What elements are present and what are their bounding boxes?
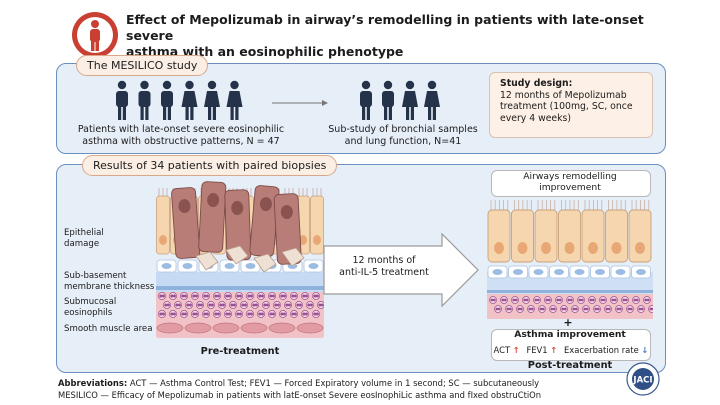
asthma-improvement-title: Asthma improvement bbox=[514, 329, 626, 340]
female-person-icon bbox=[424, 80, 440, 120]
male-person-icon bbox=[138, 80, 151, 120]
subbasement-line-1: Sub-basement bbox=[64, 271, 127, 281]
subbasement-line-2: membrane thickness bbox=[64, 281, 155, 292]
study-design-box bbox=[489, 72, 653, 138]
design-line-3: every 4 weeks) bbox=[500, 112, 571, 124]
mesilico-definition: MESILICO — Efficacy of Mepolizumab in pa… bbox=[58, 390, 542, 400]
remodel-line-2: improvement bbox=[539, 182, 601, 193]
group2-line-1: Sub-study of bronchial samples bbox=[328, 124, 478, 135]
label-epithelial-damage: Epithelial damage bbox=[64, 228, 104, 249]
treatment-line-2: anti-IL-5 treatment bbox=[339, 267, 429, 278]
treatment-line-1: 12 months of bbox=[352, 255, 416, 266]
design-title: Study design: bbox=[500, 78, 573, 89]
act-label: ACT bbox=[493, 345, 511, 355]
submucosal-line-1: Submucosal bbox=[64, 297, 117, 307]
patients-group-icon bbox=[112, 80, 252, 122]
abbreviations-label: Abbreviations: bbox=[58, 378, 128, 388]
female-person-icon bbox=[204, 80, 220, 120]
remodelling-label: Airways remodelling improvement bbox=[491, 171, 649, 193]
page-title: Effect of Mepolizumab in airway’s remode… bbox=[126, 12, 686, 60]
submucosal-line-2: eosinophils bbox=[64, 307, 113, 318]
substudy-group-icon bbox=[356, 80, 446, 122]
fev1-up-arrow-icon: ↑ bbox=[550, 345, 558, 355]
abbreviations-line: Abbreviations: ACT — Asthma Control Test… bbox=[58, 378, 638, 389]
female-person-icon bbox=[402, 80, 418, 120]
person-icon bbox=[70, 10, 120, 60]
female-person-icon bbox=[181, 80, 198, 120]
post-treatment-label: Post-treatment bbox=[527, 360, 613, 371]
male-person-icon bbox=[360, 80, 372, 120]
design-line-1: 12 months of Mepolizumab bbox=[500, 89, 627, 101]
plus-sign: + bbox=[563, 316, 573, 329]
post-treatment-tissue bbox=[487, 196, 656, 319]
design-line-2: treatment (100mg, SC, once bbox=[500, 101, 633, 113]
male-person-icon bbox=[382, 80, 394, 120]
label-submucosal-eosinophils: Submucosal eosinophils bbox=[64, 297, 116, 318]
exacerbation-down-arrow-icon: ↓ bbox=[641, 345, 649, 355]
treatment-label: 12 months of anti-IL-5 treatment bbox=[324, 255, 444, 279]
group1-line-2: asthma with obstructive patterns, N = 47 bbox=[82, 136, 280, 147]
arrow-icon bbox=[270, 94, 330, 106]
abbreviations-text: ACT — Asthma Control Test; FEV1 — Forced… bbox=[127, 378, 540, 388]
outcomes-row: ACT ↑ FEV1 ↑ Exacerbation rate ↓ bbox=[493, 344, 649, 356]
pre-treatment-label: Pre-treatment bbox=[200, 346, 280, 357]
female-person-icon bbox=[226, 80, 243, 120]
study-tag: The MESILICO study bbox=[76, 55, 209, 76]
group1-line-1: Patients with late-onset severe eosinoph… bbox=[77, 124, 285, 135]
male-person-icon bbox=[116, 80, 128, 120]
pre-treatment-tissue bbox=[156, 180, 324, 338]
act-up-arrow-icon: ↑ bbox=[512, 345, 520, 355]
title-line-1: Effect of Mepolizumab in airway’s remode… bbox=[126, 12, 644, 43]
label-smooth-muscle: Smooth muscle area bbox=[64, 324, 153, 334]
exacerbation-label: Exacerbation rate bbox=[564, 345, 639, 355]
title-line-2: asthma with an eosinophilic phenotype bbox=[126, 44, 404, 59]
male-person-icon bbox=[161, 80, 173, 120]
remodelling-box bbox=[491, 170, 651, 197]
results-tag: Results of 34 patients with paired biops… bbox=[82, 155, 338, 176]
epithelial-line-2: damage bbox=[64, 238, 100, 249]
study-design-text: Study design: 12 months of Mepolizumab t… bbox=[500, 78, 650, 124]
substudy-group-label: Sub-study of bronchial samples and lung … bbox=[318, 124, 488, 148]
patients-group-label: Patients with late-onset severe eosinoph… bbox=[66, 124, 296, 148]
treatment-arrow bbox=[322, 232, 480, 308]
epithelial-line-1: Epithelial bbox=[64, 228, 104, 238]
jaci-logo: JACI bbox=[626, 362, 660, 396]
jaci-logo-text: JACI bbox=[632, 376, 652, 386]
label-sub-basement: Sub-basement membrane thickness bbox=[64, 271, 154, 292]
fev1-label: FEV1 bbox=[526, 345, 548, 355]
remodel-line-1: Airways remodelling bbox=[523, 171, 617, 182]
asthma-improvement-box bbox=[491, 329, 651, 361]
group2-line-2: and lung function, N=41 bbox=[344, 136, 462, 147]
